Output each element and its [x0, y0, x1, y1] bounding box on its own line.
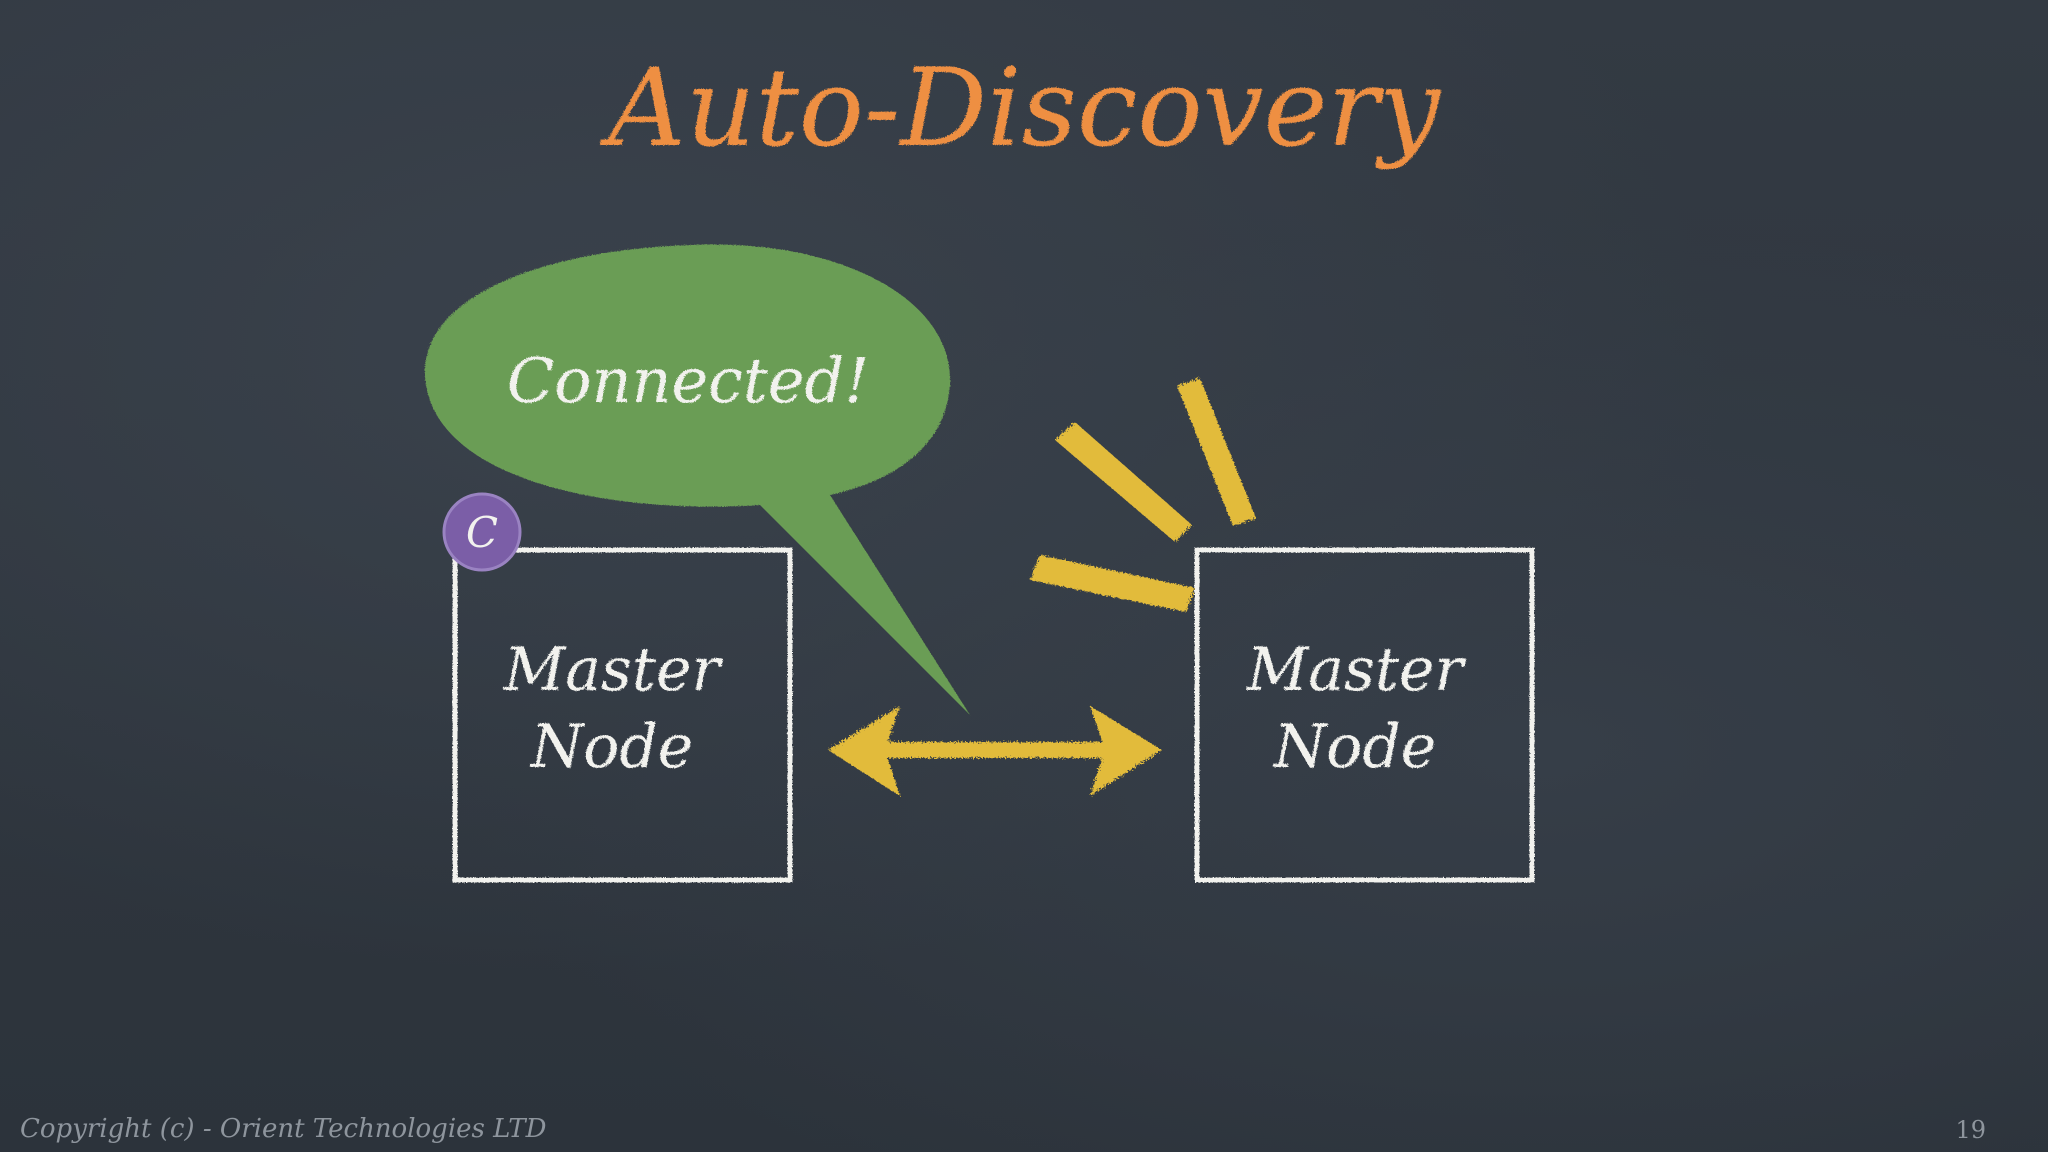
slide-title: Auto-Discovery	[599, 46, 1442, 171]
double-arrow-icon	[828, 706, 1162, 796]
spark-marks-icon	[1030, 378, 1256, 612]
bubble-text: Connected!	[507, 344, 869, 417]
footer-copyright: Copyright (c) - Orient Technologies LTD	[20, 1114, 547, 1144]
node-right-line1: Master	[1246, 635, 1467, 705]
footer-page-number: 19	[1955, 1116, 1986, 1144]
speech-bubble	[424, 244, 970, 715]
node-box-right	[1194, 547, 1535, 883]
node-box-left	[452, 547, 793, 883]
node-right-line2: Node	[1272, 712, 1437, 782]
node-left-line1: Master	[503, 635, 724, 705]
badge-circle	[442, 492, 522, 572]
badge-letter: C	[466, 508, 498, 557]
node-left-line2: Node	[529, 712, 694, 782]
